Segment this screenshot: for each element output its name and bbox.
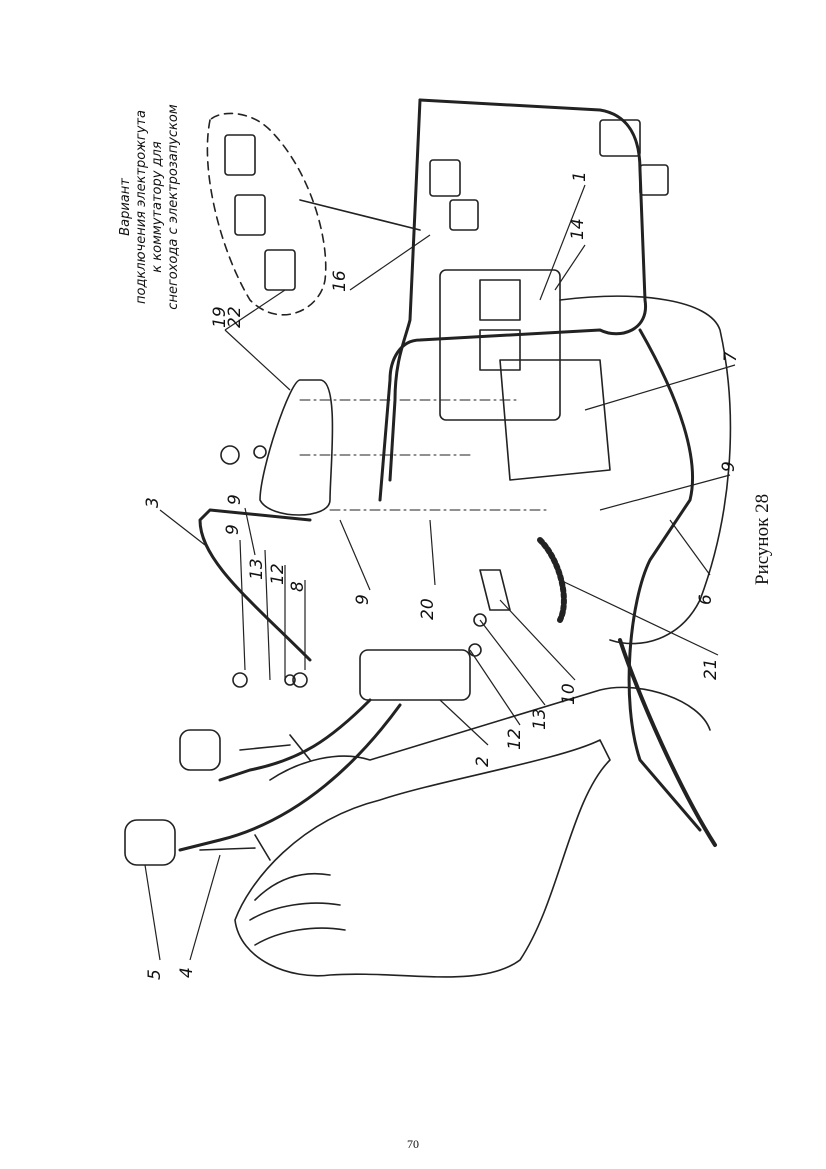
plug-3 bbox=[429, 159, 461, 197]
plug-4 bbox=[449, 199, 479, 231]
plug-1 bbox=[599, 119, 641, 157]
svg-text:2: 2 bbox=[473, 756, 493, 767]
harness-tail bbox=[618, 638, 717, 847]
callout-6: 6 bbox=[669, 519, 716, 605]
callout-1: 1 bbox=[539, 171, 590, 301]
harness-branch bbox=[388, 98, 422, 482]
note-line: снегохода с электрозапуском bbox=[166, 104, 181, 310]
svg-text:10: 10 bbox=[559, 683, 579, 705]
bolt-head bbox=[232, 672, 248, 688]
callout-12a: 12 bbox=[268, 563, 288, 680]
commutator-block bbox=[439, 269, 561, 421]
connector-a bbox=[479, 279, 521, 321]
note-line: подключения электрожгута bbox=[134, 110, 149, 304]
spark-plug-1 bbox=[239, 734, 311, 761]
page-number: 70 bbox=[407, 1137, 419, 1151]
connector-b bbox=[479, 329, 521, 371]
svg-text:13: 13 bbox=[530, 708, 550, 730]
svg-text:16: 16 bbox=[330, 270, 350, 292]
svg-text:21: 21 bbox=[701, 658, 721, 680]
svg-text:1: 1 bbox=[570, 171, 590, 182]
callout-21: 21 bbox=[559, 579, 721, 680]
callout-10: 10 bbox=[499, 599, 579, 705]
hv-lead-1 bbox=[218, 698, 372, 782]
svg-text:5: 5 bbox=[145, 969, 165, 980]
callout-9b: 9 bbox=[225, 494, 256, 556]
shroud-outline bbox=[559, 295, 732, 645]
harness-main bbox=[378, 98, 647, 502]
svg-text:6: 6 bbox=[696, 594, 716, 605]
washer-3 bbox=[473, 613, 487, 627]
variant-arrow bbox=[299, 199, 421, 231]
callout-16: 16 bbox=[330, 234, 431, 292]
variant-dashed-outline bbox=[206, 112, 327, 316]
plug-cap-1 bbox=[179, 729, 221, 771]
svg-text:13: 13 bbox=[247, 558, 267, 580]
plug-2 bbox=[639, 164, 669, 196]
variant-note: Вариант подключения электрожгута к комму… bbox=[118, 82, 203, 332]
assembly-line bbox=[299, 399, 551, 511]
callout-8: 8 bbox=[288, 580, 308, 670]
engine-outline bbox=[234, 739, 611, 978]
ignition-coil bbox=[359, 649, 471, 701]
svg-text:12: 12 bbox=[268, 563, 288, 585]
washer-4 bbox=[468, 643, 482, 657]
svg-text:9: 9 bbox=[353, 594, 373, 605]
callout-20: 20 bbox=[418, 519, 438, 620]
svg-text:9: 9 bbox=[223, 524, 243, 535]
callout-4: 4 bbox=[177, 854, 221, 978]
callout-9a: 9 bbox=[599, 461, 739, 511]
variant-plug-1 bbox=[224, 134, 256, 176]
washer-1 bbox=[292, 672, 308, 688]
callout-19: 19 bbox=[210, 306, 291, 391]
plug-cap-2 bbox=[124, 819, 176, 866]
svg-text:14: 14 bbox=[568, 218, 588, 240]
svg-text:20: 20 bbox=[418, 598, 438, 620]
svg-text:12: 12 bbox=[505, 728, 525, 750]
figure-caption: Рисунок 28 bbox=[752, 493, 773, 585]
mount-bracket bbox=[499, 359, 611, 481]
spark-plug-2 bbox=[199, 834, 271, 861]
note-line: Вариант bbox=[118, 178, 133, 236]
variant-plug-3 bbox=[264, 249, 296, 291]
svg-text:4: 4 bbox=[177, 967, 197, 978]
callout-13b: 13 bbox=[479, 619, 550, 730]
callout-9d: 9 bbox=[223, 524, 246, 671]
svg-text:7: 7 bbox=[721, 351, 741, 362]
cover-washer bbox=[253, 445, 267, 459]
callout-9c: 9 bbox=[339, 519, 373, 605]
callout-3: 3 bbox=[143, 497, 206, 546]
callout-13a: 13 bbox=[247, 549, 271, 681]
callout-7: 7 bbox=[584, 351, 741, 411]
thermo-sensor bbox=[479, 569, 511, 611]
callout-14: 14 bbox=[554, 218, 588, 291]
hv-lead-2 bbox=[178, 703, 402, 852]
note-line: к коммутатору для bbox=[150, 141, 165, 273]
callout-5: 5 bbox=[144, 864, 165, 980]
engine-housing bbox=[269, 686, 711, 781]
svg-text:3: 3 bbox=[143, 497, 163, 508]
cover-screw bbox=[220, 445, 240, 465]
harness-loop bbox=[627, 328, 702, 832]
variant-plug-2 bbox=[234, 194, 266, 236]
cover-plate bbox=[259, 379, 334, 516]
engine-cylinder-fins bbox=[249, 872, 346, 946]
svg-text:8: 8 bbox=[288, 581, 308, 592]
callout-22: 22 bbox=[224, 289, 286, 331]
svg-text:9: 9 bbox=[719, 461, 739, 472]
svg-text:22: 22 bbox=[225, 306, 245, 328]
svg-text:9: 9 bbox=[225, 494, 245, 505]
callout-2: 2 bbox=[439, 699, 493, 767]
callout-12b: 12 bbox=[469, 649, 525, 750]
svg-text:19: 19 bbox=[210, 306, 230, 328]
